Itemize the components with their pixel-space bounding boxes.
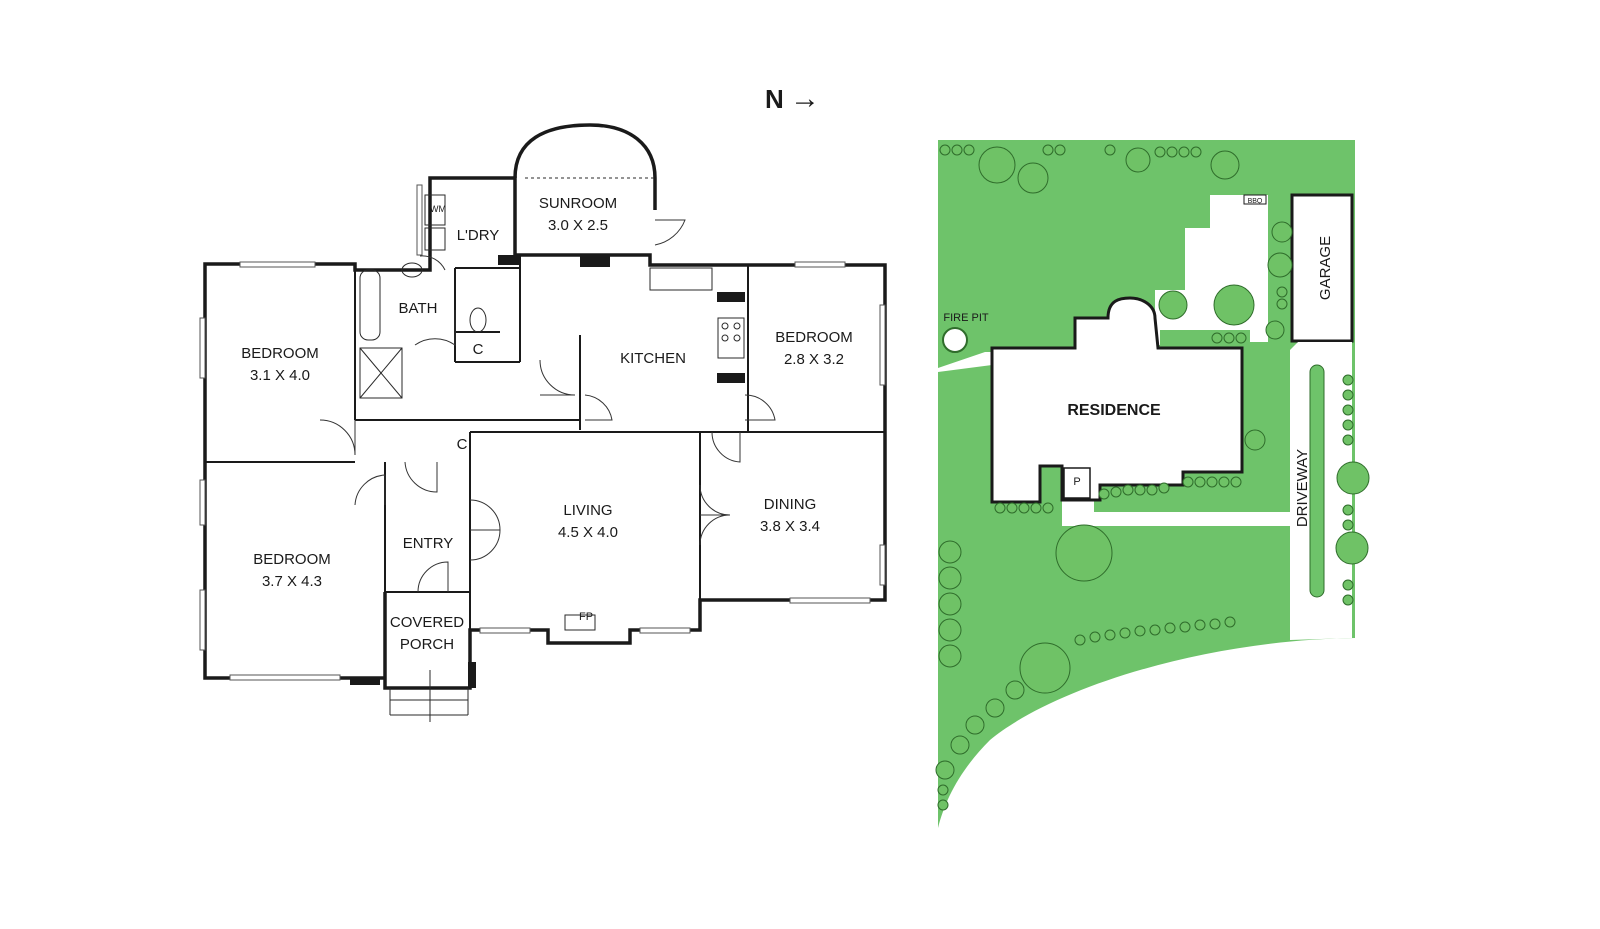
porch-name-line1: COVERED (390, 614, 464, 631)
bedroom-w2-dims: 3.7 X 4.3 (262, 573, 322, 590)
bedroom-w1-dims: 3.1 X 4.0 (250, 367, 310, 384)
tree-icon (1055, 524, 1113, 582)
entry-name: ENTRY (403, 535, 454, 552)
fire-pit-icon (942, 327, 968, 353)
tree-icon (938, 592, 962, 616)
exterior-walls (203, 176, 887, 690)
site-plan: GARAGE DRIVEWAY RESIDENCE P FIRE PIT BBQ (935, 140, 1370, 828)
tree-icon (1267, 252, 1293, 278)
driveway-label: DRIVEWAY (1294, 449, 1311, 527)
bedroom-ne-name: BEDROOM (775, 329, 853, 346)
fireplace-icon (564, 614, 596, 631)
north-compass: N → (765, 82, 820, 115)
entry-path (1062, 500, 1094, 526)
tree-icon (1017, 162, 1049, 194)
sunroom-dims: 3.0 X 2.5 (548, 217, 608, 234)
fire-pit-path (938, 352, 992, 372)
tree-icon (938, 566, 962, 590)
tree-icon (938, 644, 962, 668)
room-labels: SUNROOM 3.0 X 2.5 L'DRY WM BATH C C KITC… (241, 195, 853, 653)
bbq-label: BBQ (1248, 198, 1263, 205)
basin-icon (401, 262, 423, 278)
tree-icon (950, 735, 970, 755)
tree-icon (1271, 221, 1293, 243)
windows (199, 184, 886, 681)
bbq-box (1243, 194, 1267, 205)
residence-footprint (990, 296, 1244, 504)
bedroom-w1-name: BEDROOM (241, 345, 319, 362)
fixtures (359, 194, 745, 722)
residence-label: RESIDENCE (1067, 402, 1161, 419)
compass-label: N (765, 84, 784, 114)
laundry-tub-icon (424, 227, 446, 251)
tree-icon (1158, 290, 1188, 320)
toilet-icon (469, 307, 487, 333)
tree-icon (985, 698, 1005, 718)
door-swings (319, 255, 776, 593)
fire-pit-label: FIRE PIT (943, 312, 989, 324)
porch-name-line2: PORCH (400, 636, 454, 653)
bath-name: BATH (399, 300, 438, 317)
living-name: LIVING (563, 502, 612, 519)
kitchen-name: KITCHEN (620, 350, 686, 367)
cooktop-icon (717, 317, 745, 359)
tree-icon (935, 760, 955, 780)
washing-machine-label: WM (430, 204, 446, 214)
trees (935, 146, 1370, 780)
side-path (1085, 512, 1293, 526)
floor-plan: SUNROOM 3.0 X 2.5 L'DRY WM BATH C C KITC… (199, 123, 887, 722)
fireplace-label: FP (579, 611, 593, 623)
parking-label: P (1073, 476, 1080, 488)
north-arrow-icon: → (790, 82, 820, 115)
garage-label: GARAGE (1317, 236, 1334, 300)
living-dims: 4.5 X 4.0 (558, 524, 618, 541)
tree-icon (978, 146, 1016, 184)
wall-piers (350, 255, 745, 688)
sunroom-name: SUNROOM (539, 195, 617, 212)
shower-icon (359, 347, 403, 399)
tree-icon (1213, 284, 1255, 326)
sunroom-bay (513, 123, 686, 246)
dining-dims: 3.8 X 3.4 (760, 518, 820, 535)
kitchen-sink-icon (649, 267, 713, 291)
tree-icon (1244, 429, 1266, 451)
tree-icon (1210, 150, 1240, 180)
tree-icon (1125, 147, 1151, 173)
tree-icon (1019, 642, 1071, 694)
bathtub-icon (359, 269, 381, 341)
tree-icon (965, 715, 985, 735)
tree-icon (938, 540, 962, 564)
tree-icon (938, 618, 962, 642)
bedroom-w2-name: BEDROOM (253, 551, 331, 568)
tree-icon (1335, 531, 1369, 565)
cupboard-label: C (457, 436, 468, 453)
laundry-name: L'DRY (457, 227, 500, 244)
tree-icon (1005, 680, 1025, 700)
dining-name: DINING (764, 496, 817, 513)
interior-walls (205, 255, 885, 630)
porch-footprint (1063, 467, 1091, 499)
driveway-planter (1309, 364, 1325, 598)
cupboard-label: C (473, 341, 484, 358)
hedges (937, 144, 1354, 811)
tree-icon (1265, 320, 1285, 340)
tree-icon (1336, 461, 1370, 495)
bedroom-ne-dims: 2.8 X 3.2 (784, 351, 844, 368)
